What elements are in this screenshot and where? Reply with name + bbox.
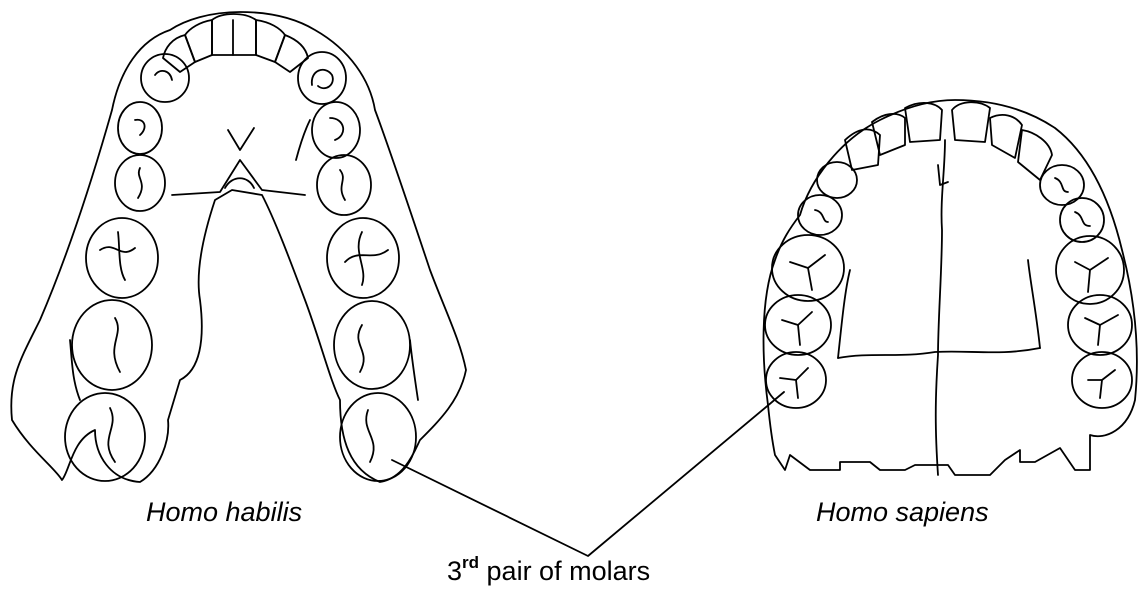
habilis-molar-2 <box>72 300 152 390</box>
molar-label-text: pair of molars <box>479 556 650 586</box>
molar-pointer-lines <box>392 392 784 556</box>
sapiens-premolar-detail <box>815 210 828 222</box>
sapiens-canine <box>1018 130 1052 180</box>
sapiens-molar-detail <box>1085 315 1118 345</box>
homo-habilis-jaw <box>11 12 466 482</box>
habilis-premolar <box>118 102 162 154</box>
habilis-molar-2 <box>334 301 410 389</box>
molar-ordinal-suffix: rd <box>462 553 479 572</box>
sapiens-suture <box>838 348 1040 358</box>
habilis-palate-v <box>228 128 254 150</box>
habilis-canine <box>298 52 346 104</box>
habilis-palate-notch <box>225 178 254 188</box>
third-molars-label: 3rd pair of molars <box>447 555 650 587</box>
sapiens-midline <box>936 140 945 475</box>
habilis-molar-detail <box>366 410 373 462</box>
sapiens-molar-detail <box>790 255 825 290</box>
habilis-molar-detail <box>114 318 120 372</box>
sapiens-premolar <box>798 195 842 235</box>
habilis-molar-detail <box>108 408 115 462</box>
sapiens-incisor <box>872 114 905 155</box>
habilis-molar-3 <box>65 393 145 481</box>
habilis-incisor <box>185 20 212 62</box>
habilis-molar-1 <box>86 218 158 298</box>
habilis-premolar-detail <box>135 120 145 135</box>
sapiens-premolar-detail <box>1075 212 1090 226</box>
sapiens-molar-detail <box>782 312 812 345</box>
habilis-incisor <box>212 14 256 55</box>
habilis-molar-3 <box>340 393 416 481</box>
habilis-premolar-detail <box>330 118 343 140</box>
sapiens-incisor <box>905 103 942 142</box>
habilis-premolar <box>317 155 371 215</box>
habilis-canine <box>141 54 189 102</box>
habilis-molar-detail <box>345 232 388 285</box>
habilis-canine-detail <box>312 70 333 88</box>
sapiens-premolar-detail <box>1055 178 1068 192</box>
sapiens-premolar <box>817 162 857 198</box>
homo-sapiens-jaw <box>764 100 1137 475</box>
habilis-incisor <box>256 20 285 62</box>
habilis-premolar-detail <box>138 168 142 198</box>
homo-sapiens-label: Homo sapiens <box>816 497 989 528</box>
habilis-canine-detail <box>155 71 172 80</box>
habilis-inner-line-right <box>410 340 418 400</box>
sapiens-molar-detail <box>1075 258 1108 292</box>
sapiens-molar-detail <box>1088 370 1115 398</box>
habilis-molar-1 <box>327 218 399 298</box>
habilis-incisor <box>275 35 308 72</box>
habilis-premolar <box>312 102 360 158</box>
sapiens-jaw-outline <box>764 100 1137 475</box>
sapiens-incisor <box>952 102 990 142</box>
sapiens-palate-right <box>1028 260 1040 348</box>
habilis-premolar-detail <box>340 170 345 200</box>
molar-number: 3 <box>447 556 462 586</box>
homo-habilis-label: Homo habilis <box>146 497 302 528</box>
sapiens-incisor <box>990 115 1022 158</box>
sapiens-molar-detail <box>780 368 808 398</box>
habilis-palate-line-right <box>296 120 310 160</box>
habilis-molar-detail <box>100 232 135 280</box>
habilis-premolar <box>115 155 165 211</box>
habilis-molar-detail <box>358 325 363 372</box>
